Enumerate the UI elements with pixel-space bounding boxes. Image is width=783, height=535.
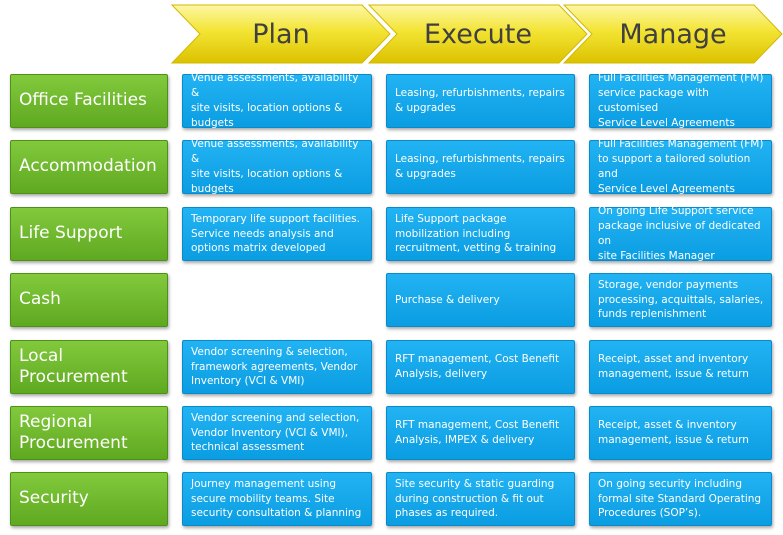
row-label-security: Security bbox=[10, 472, 168, 526]
chevron-shape bbox=[170, 4, 391, 64]
cell-local-procurement-manage: Receipt, asset and inventory management,… bbox=[589, 340, 772, 394]
chevron-shape bbox=[367, 4, 588, 64]
row-label-office-facilities: Office Facilities bbox=[10, 74, 168, 128]
cell-regional-procurement-execute: RFT management, Cost Benefit Analysis, I… bbox=[386, 406, 575, 460]
cell-accommodation-manage: Full Facilities Management (FM) to suppo… bbox=[589, 138, 772, 195]
row-label-local-procurement: Local Procurement bbox=[10, 340, 168, 394]
row-label-regional-procurement: Regional Procurement bbox=[10, 406, 168, 460]
cell-life-support-manage: On going Life Support service package in… bbox=[589, 205, 772, 262]
cell-office-facilities-plan: Venue assessments, availability & site v… bbox=[182, 72, 372, 129]
phase-label-execute: Execute bbox=[424, 18, 532, 50]
phase-chevron-plan: Plan bbox=[170, 4, 391, 64]
cell-local-procurement-execute: RFT management, Cost Benefit Analysis, d… bbox=[386, 340, 575, 394]
phase-label-manage: Manage bbox=[619, 18, 727, 50]
cell-cash-execute: Purchase & delivery bbox=[386, 273, 575, 327]
row-label-life-support: Life Support bbox=[10, 207, 168, 261]
cell-accommodation-execute: Leasing, refurbishments, repairs & upgra… bbox=[386, 140, 575, 194]
cell-local-procurement-plan: Vendor screening & selection, framework … bbox=[182, 340, 372, 394]
cell-security-manage: On going security including formal site … bbox=[589, 472, 772, 526]
cell-regional-procurement-manage: Receipt, asset & inventory management, i… bbox=[589, 406, 772, 460]
cell-security-plan: Journey management using secure mobility… bbox=[182, 472, 372, 526]
cell-life-support-plan: Temporary life support facilities. Servi… bbox=[182, 207, 372, 261]
cell-regional-procurement-plan: Vendor screening and selection, Vendor I… bbox=[182, 406, 372, 460]
chevron-shape bbox=[562, 4, 783, 64]
cell-security-execute: Site security & static guarding during c… bbox=[386, 472, 575, 526]
phase-chevron-manage: Manage bbox=[562, 4, 783, 64]
cell-life-support-execute: Life Support package mobilization includ… bbox=[386, 207, 575, 261]
cell-office-facilities-manage: Full Facilities Management (FM) service … bbox=[589, 72, 772, 129]
phase-chevron-execute: Execute bbox=[367, 4, 588, 64]
cell-office-facilities-execute: Leasing, refurbishments, repairs & upgra… bbox=[386, 74, 575, 128]
row-label-cash: Cash bbox=[10, 273, 168, 327]
cell-accommodation-plan: Venue assessments, availability & site v… bbox=[182, 138, 372, 195]
phase-label-plan: Plan bbox=[252, 18, 310, 50]
row-label-accommodation: Accommodation bbox=[10, 140, 168, 194]
cell-cash-manage: Storage, vendor payments processing, acq… bbox=[589, 273, 772, 327]
